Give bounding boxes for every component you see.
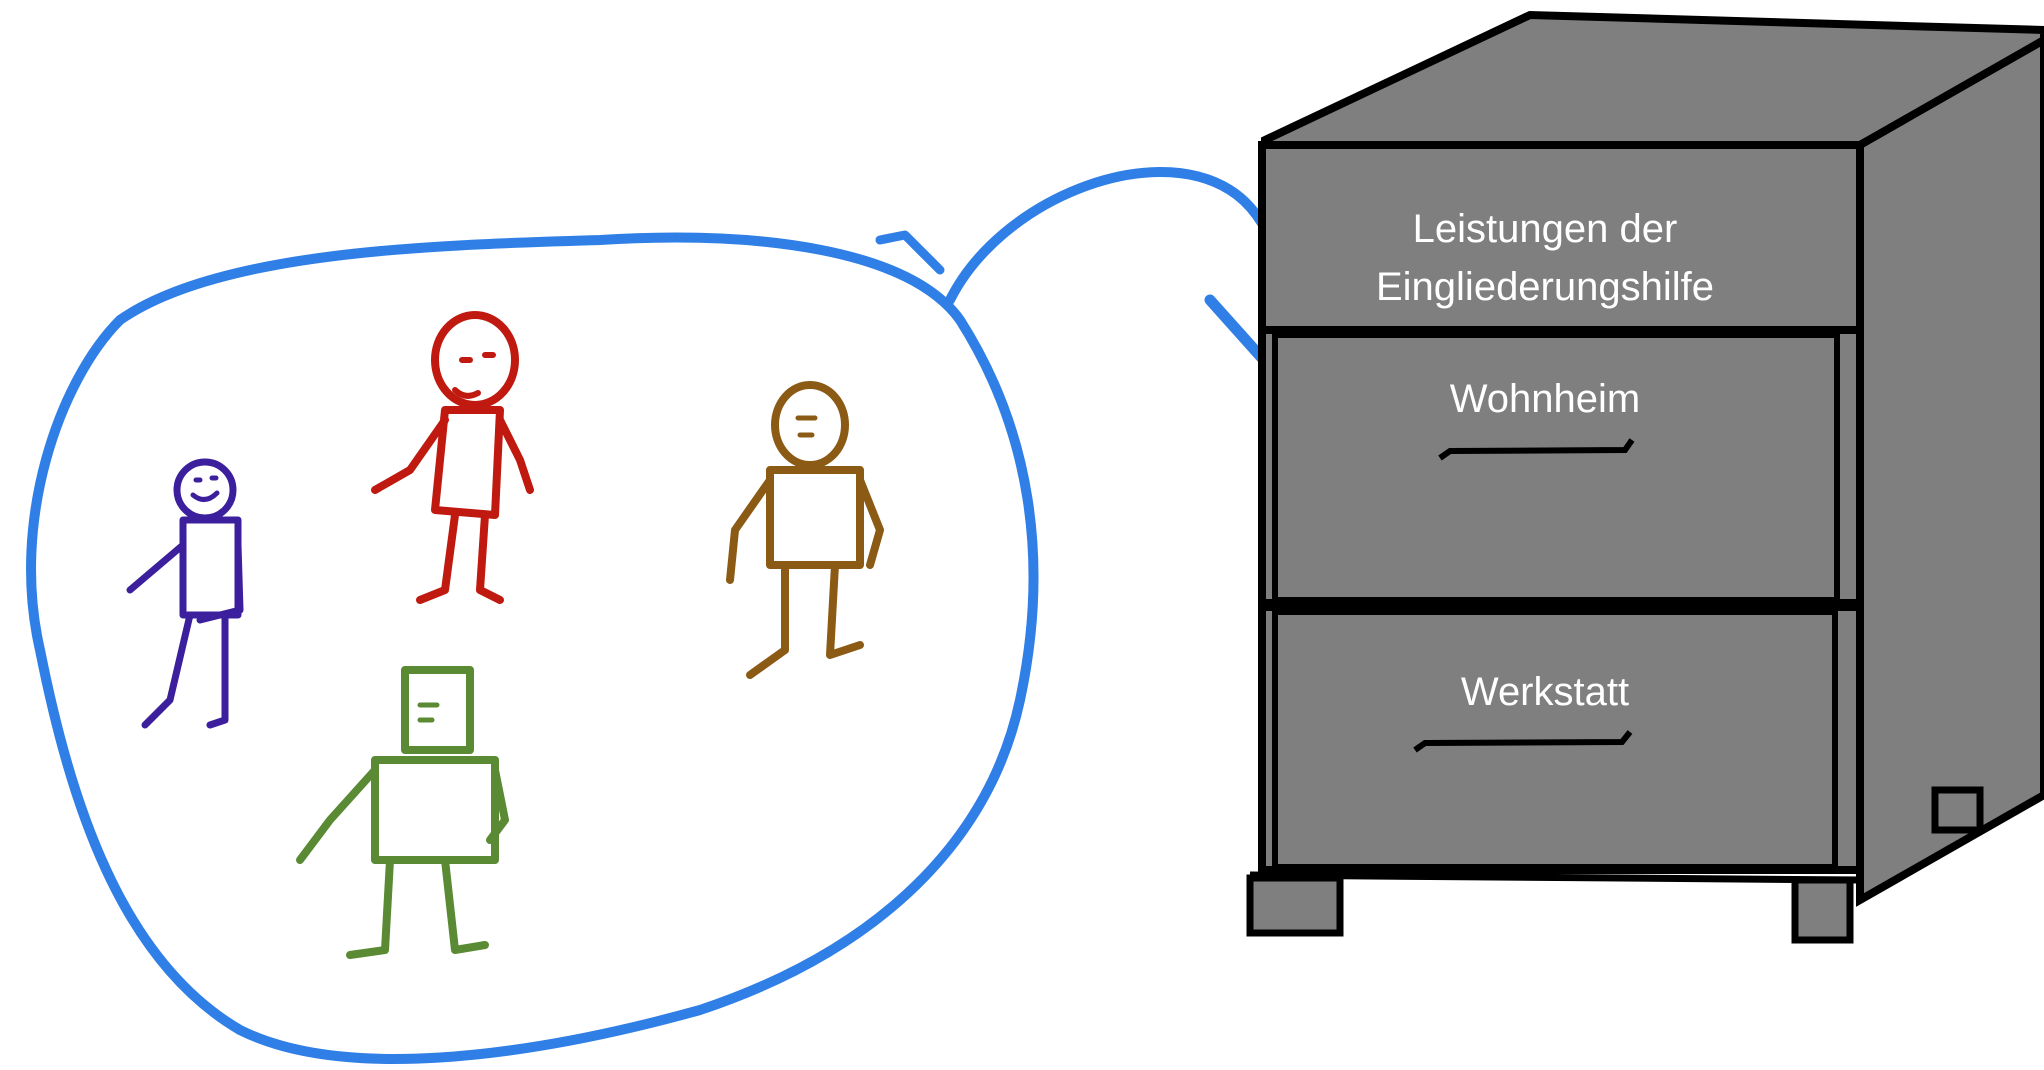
purple-person (130, 462, 240, 725)
drawer-label-wohnheim: Wohnheim (1450, 377, 1640, 421)
filing-cabinet: Leistungen der Eingliederungshilfe Wohnh… (1250, 15, 2044, 940)
drawer-label-werkstatt: Werkstatt (1461, 670, 1629, 714)
red-person (375, 315, 530, 600)
brown-person (730, 385, 880, 675)
cabinet-foot-back (1935, 790, 1980, 830)
cabinet-side (1860, 40, 2044, 900)
cabinet-foot-right (1795, 880, 1850, 940)
cabinet-header-line1: Leistungen der (1413, 207, 1678, 251)
cabinet-foot-left (1250, 878, 1340, 933)
cabinet-base-line (1250, 875, 1860, 880)
cabinet-header-line2: Eingliederungshilfe (1376, 265, 1714, 309)
green-person (300, 670, 505, 955)
drawer-wohnheim (1275, 335, 1837, 600)
